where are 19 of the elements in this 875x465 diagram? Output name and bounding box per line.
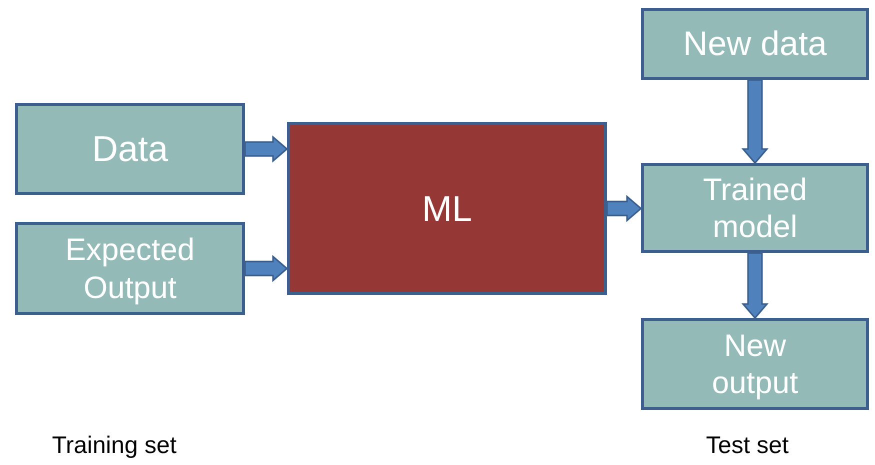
box-label: Data <box>92 127 168 171</box>
box-label: Trained model <box>702 170 808 246</box>
data-box <box>641 8 869 80</box>
group-caption: Training set <box>52 432 176 460</box>
data-box <box>15 222 245 315</box>
data-box <box>15 103 245 195</box>
process-box <box>287 122 607 295</box>
group-caption: Test set <box>706 432 789 460</box>
data-box <box>641 318 869 410</box>
block-arrow <box>244 135 288 163</box>
box-label: New data <box>683 24 827 64</box>
data-box <box>641 163 869 253</box>
block-arrow <box>606 194 642 222</box>
block-arrow <box>741 79 769 164</box>
box-label: ML <box>422 186 472 230</box>
block-arrow <box>741 252 769 320</box>
box-label: New output <box>710 326 800 402</box>
box-label: Expected Output <box>64 231 196 306</box>
block-arrow <box>244 254 288 282</box>
